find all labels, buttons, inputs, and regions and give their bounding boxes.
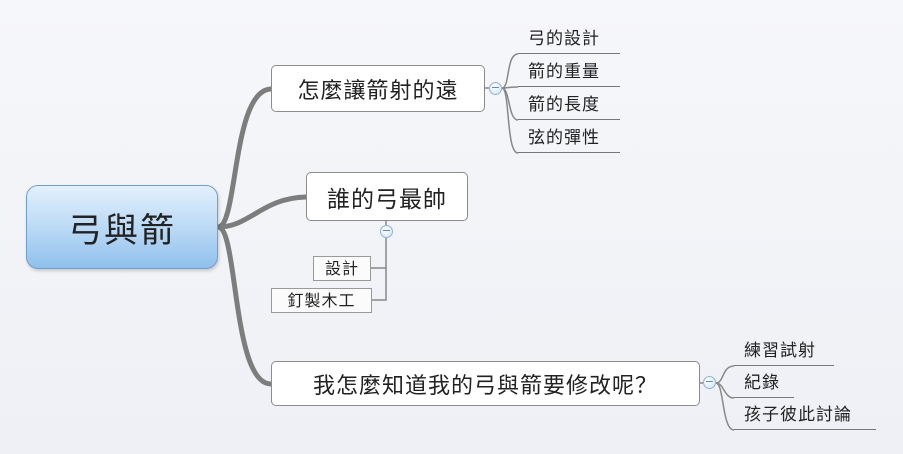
connector-root-branch-2	[215, 194, 309, 230]
connector-branch3-sub-1	[715, 365, 735, 384]
connector-branch1-sub-1	[501, 53, 519, 89]
subtopic-3-1[interactable]: 練習試射	[734, 336, 834, 366]
subtopic-3-3[interactable]: 孩子彼此討論	[734, 400, 876, 430]
connector-root-branch-3	[215, 224, 274, 387]
subtopic-2-1[interactable]: 設計	[313, 256, 371, 281]
collapse-minus-icon[interactable]: −	[703, 375, 716, 389]
root-topic[interactable]: 弓與箭	[26, 185, 218, 269]
collapse-minus-icon[interactable]: −	[380, 224, 393, 238]
connector-branch2-sub-1	[371, 238, 387, 269]
connector-branch1-sub-4	[501, 87, 519, 154]
subtopic-1-2[interactable]: 箭的重量	[518, 57, 620, 87]
subtopic-2-2[interactable]: 釘製木工	[271, 288, 372, 313]
main-topic-2[interactable]: 誰的弓最帥	[306, 172, 468, 221]
main-topic-1[interactable]: 怎麼讓箭射的遠	[271, 65, 485, 112]
connector-root-branch-1	[215, 86, 274, 230]
subtopic-1-1[interactable]: 弓的設計	[518, 24, 620, 54]
collapse-minus-icon[interactable]: −	[489, 81, 502, 95]
subtopic-1-3[interactable]: 箭的長度	[518, 90, 620, 120]
subtopic-3-2[interactable]: 紀錄	[734, 368, 794, 398]
main-topic-3[interactable]: 我怎麼知道我的弓與箭要修改呢？	[271, 361, 700, 406]
connector-branch2-sub-2	[372, 268, 387, 301]
subtopic-1-4[interactable]: 弦的彈性	[518, 123, 620, 153]
connector-branch3-sub-3	[715, 382, 735, 431]
